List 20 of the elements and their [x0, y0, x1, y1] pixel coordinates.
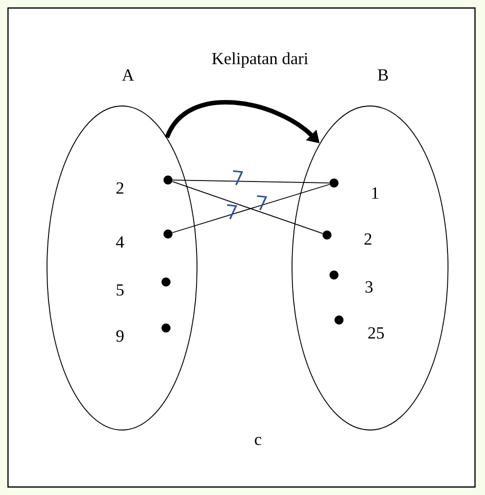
element-dot — [330, 178, 338, 188]
element-dot — [164, 176, 172, 184]
element-label: 9 — [116, 330, 124, 342]
element-label: 25 — [368, 327, 384, 339]
element-label: 1 — [372, 187, 378, 199]
element-dot — [322, 230, 332, 240]
element-dot — [162, 278, 170, 286]
node-label: B — [378, 69, 388, 81]
element-label: 2 — [116, 182, 124, 194]
element-dot — [334, 316, 344, 324]
element-dot — [330, 270, 338, 280]
set-label: c — [254, 436, 262, 446]
element-label: 5 — [116, 284, 124, 296]
node-label: A — [122, 69, 134, 81]
element-dot — [162, 324, 170, 332]
edge-label: Kelipatan dari — [212, 52, 308, 68]
element-dot — [164, 230, 172, 238]
element-label: 2 — [364, 233, 372, 245]
element-label: 4 — [116, 236, 124, 248]
element-label: 3 — [366, 281, 373, 293]
